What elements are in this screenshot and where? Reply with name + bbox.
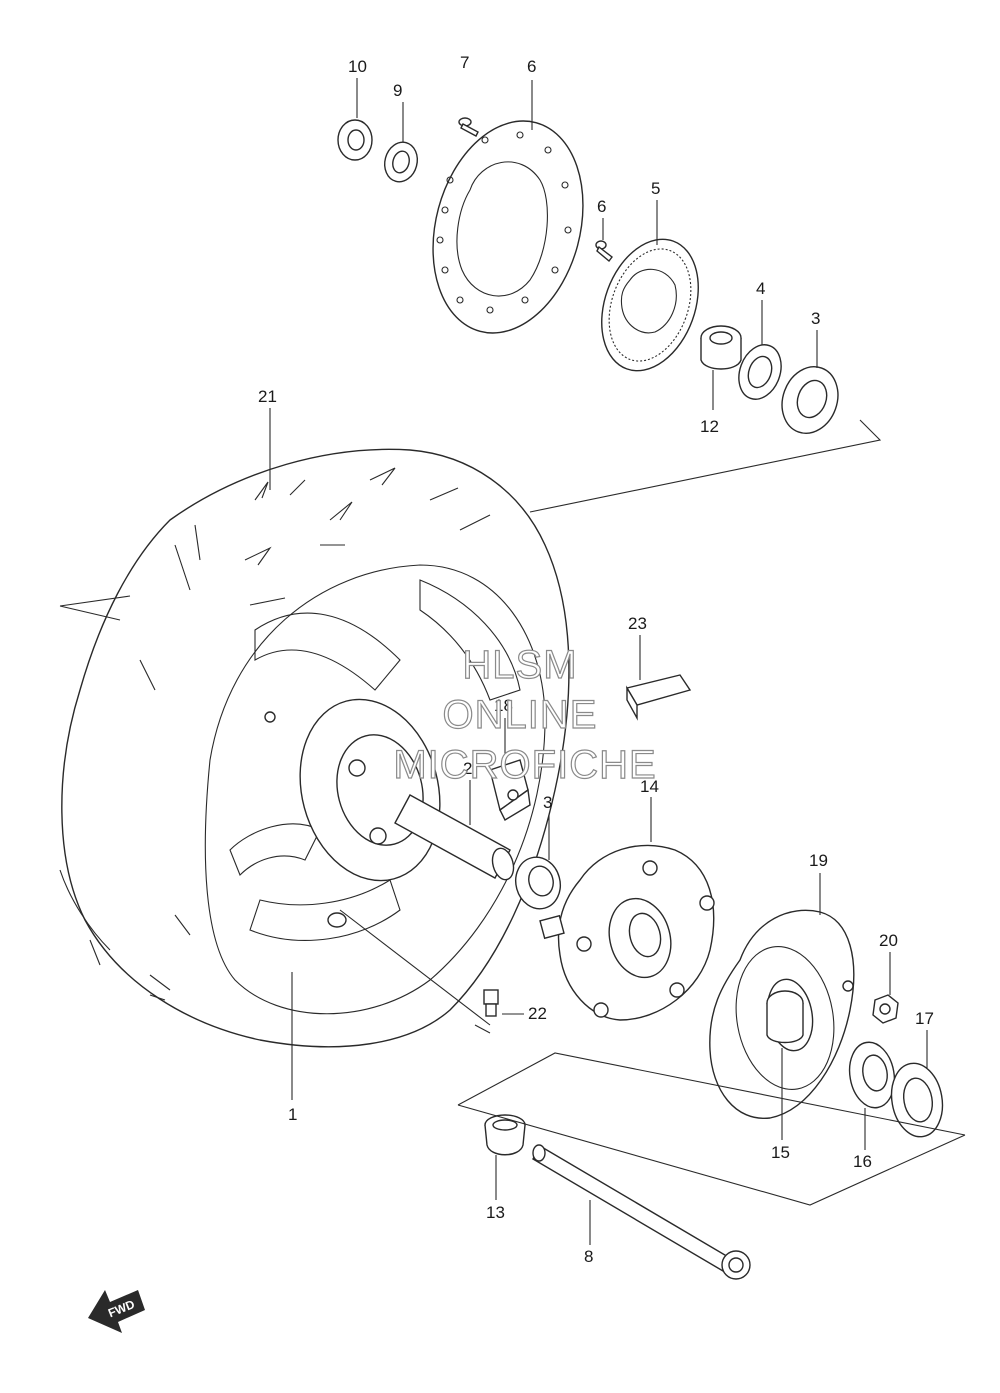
part-label-22: 22 xyxy=(528,1004,547,1023)
abs-sensor-rotor xyxy=(601,238,699,372)
part-label-3-upper: 3 xyxy=(811,309,820,328)
part-label-1: 1 xyxy=(288,1105,297,1124)
oil-seal xyxy=(890,1062,944,1138)
part-label-23: 23 xyxy=(628,614,647,633)
tire-valve xyxy=(483,989,499,1017)
part-label-7: 6 xyxy=(527,57,536,76)
part-label-20: 20 xyxy=(879,931,898,950)
watermark: HLSM ONLINE MICROFICHE xyxy=(393,642,657,787)
part-label-3-lower: 3 xyxy=(543,793,552,812)
part-label-8: 7 xyxy=(460,53,469,72)
part-label-11: 10 xyxy=(348,57,367,76)
brake-disc xyxy=(432,120,584,334)
bearing-disc-side xyxy=(781,366,839,434)
part-label-16: 16 xyxy=(853,1152,872,1171)
part-label-21: 21 xyxy=(258,387,277,406)
part-label-19: 19 xyxy=(809,851,828,870)
rear-sprocket xyxy=(709,909,855,1119)
part-label-15: 15 xyxy=(771,1143,790,1162)
part-label-13: 13 xyxy=(486,1203,505,1222)
watermark-line-3: MICROFICHE xyxy=(393,743,656,787)
part-labels: 10 7 6 9 5 6 4 3 21 12 23 18 2 14 3 19 2… xyxy=(258,53,934,1266)
sprocket-nut xyxy=(872,994,899,1024)
part-label-5: 5 xyxy=(651,179,660,198)
rear-wheel-rim xyxy=(229,579,521,941)
part-label-2: 2 xyxy=(463,759,472,778)
rear-axle xyxy=(532,1144,751,1280)
watermark-line-1: HLSM xyxy=(462,643,577,687)
part-label-4: 4 xyxy=(756,279,765,298)
forward-direction-arrow: FWD xyxy=(88,1290,145,1333)
part-label-17: 17 xyxy=(915,1009,934,1028)
part-label-6: 6 xyxy=(597,197,606,216)
part-label-9: 8 xyxy=(584,1247,593,1266)
watermark-line-2: ONLINE xyxy=(443,693,598,737)
leader-lines xyxy=(269,78,966,1245)
balance-weight xyxy=(625,674,692,721)
part-label-18: 18 xyxy=(494,696,513,715)
bearing-hub-side xyxy=(515,856,561,910)
axle-nut xyxy=(337,119,373,161)
cush-damper xyxy=(489,759,531,821)
spacer-short xyxy=(700,325,742,370)
axle-spacer xyxy=(484,1114,526,1156)
washer xyxy=(384,141,418,183)
spacer-tube xyxy=(394,794,515,881)
bearing-sprocket-side xyxy=(848,1041,896,1109)
part-label-14: 14 xyxy=(640,777,659,796)
part-label-10: 9 xyxy=(393,81,402,100)
driven-flange xyxy=(539,844,715,1021)
oil-seal-upper xyxy=(738,344,782,400)
sensor-rotor-bolt xyxy=(595,240,613,263)
disc-bolt xyxy=(458,117,479,137)
part-label-12: 12 xyxy=(700,417,719,436)
